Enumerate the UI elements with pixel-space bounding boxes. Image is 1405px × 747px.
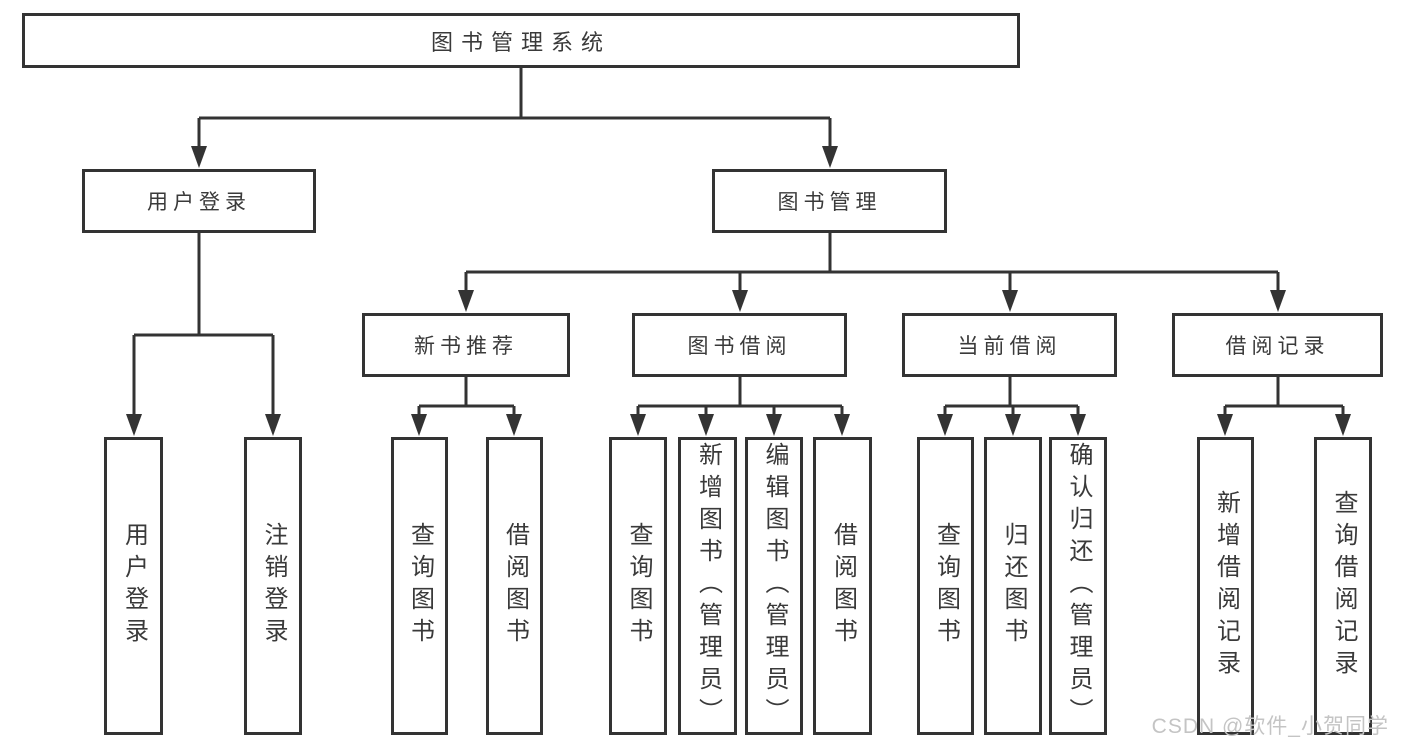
node-current-borrow: 当前借阅: [902, 313, 1117, 377]
leaf-query-borrow-record: 查询借阅记录: [1314, 437, 1372, 735]
node-label: 用户登录: [120, 522, 148, 650]
leaf-query-books-recommend: 查询图书: [391, 437, 448, 735]
node-label: 用户登录: [147, 191, 251, 214]
node-label: 新书推荐: [414, 335, 518, 358]
node-label: 图书管理: [777, 191, 882, 214]
node-label: 归还图书: [1000, 522, 1027, 650]
node-new-book-recommend: 新书推荐: [362, 313, 570, 377]
node-label: 查询图书: [406, 522, 434, 650]
node-label: 查询图书: [625, 522, 652, 650]
node-library-management-system: 图书管理系统: [22, 13, 1020, 68]
leaf-add-borrow-record: 新增借阅记录: [1197, 437, 1254, 735]
leaf-borrow-books-recommend: 借阅图书: [486, 437, 543, 735]
node-label: 借阅记录: [1225, 335, 1330, 358]
leaf-query-books-current: 查询图书: [917, 437, 974, 735]
leaf-confirm-return-admin: 确认归还（管理员）: [1049, 437, 1107, 735]
leaf-query-books-borrow: 查询图书: [609, 437, 667, 735]
node-label: 查询借阅记录: [1330, 490, 1357, 682]
node-label: 借阅图书: [501, 522, 529, 650]
node-user-login: 用户登录: [82, 169, 316, 233]
node-label: 注销登录: [260, 522, 287, 650]
node-label: 新增借阅记录: [1212, 490, 1240, 682]
node-label: 查询图书: [932, 522, 960, 650]
leaf-edit-books-admin: 编辑图书（管理员）: [745, 437, 803, 735]
node-label: 借阅图书: [829, 522, 857, 650]
node-label: 当前借阅: [957, 335, 1062, 358]
node-label: 图书借阅: [687, 335, 792, 358]
leaf-borrow-books: 借阅图书: [813, 437, 872, 735]
csdn-watermark: CSDN @软件_小贺同学: [1151, 715, 1389, 738]
node-label: 编辑图书（管理员）: [761, 442, 788, 730]
node-book-management: 图书管理: [712, 169, 947, 233]
node-label: 新增图书（管理员）: [694, 442, 722, 730]
node-label: 确认归还（管理员）: [1065, 442, 1092, 730]
leaf-user-login: 用户登录: [104, 437, 163, 735]
node-book-borrow: 图书借阅: [632, 313, 847, 377]
leaf-return-books: 归还图书: [984, 437, 1042, 735]
leaf-add-books-admin: 新增图书（管理员）: [678, 437, 737, 735]
node-label: 图书管理系统: [430, 29, 611, 55]
leaf-logout: 注销登录: [244, 437, 302, 735]
node-borrow-records: 借阅记录: [1172, 313, 1383, 377]
